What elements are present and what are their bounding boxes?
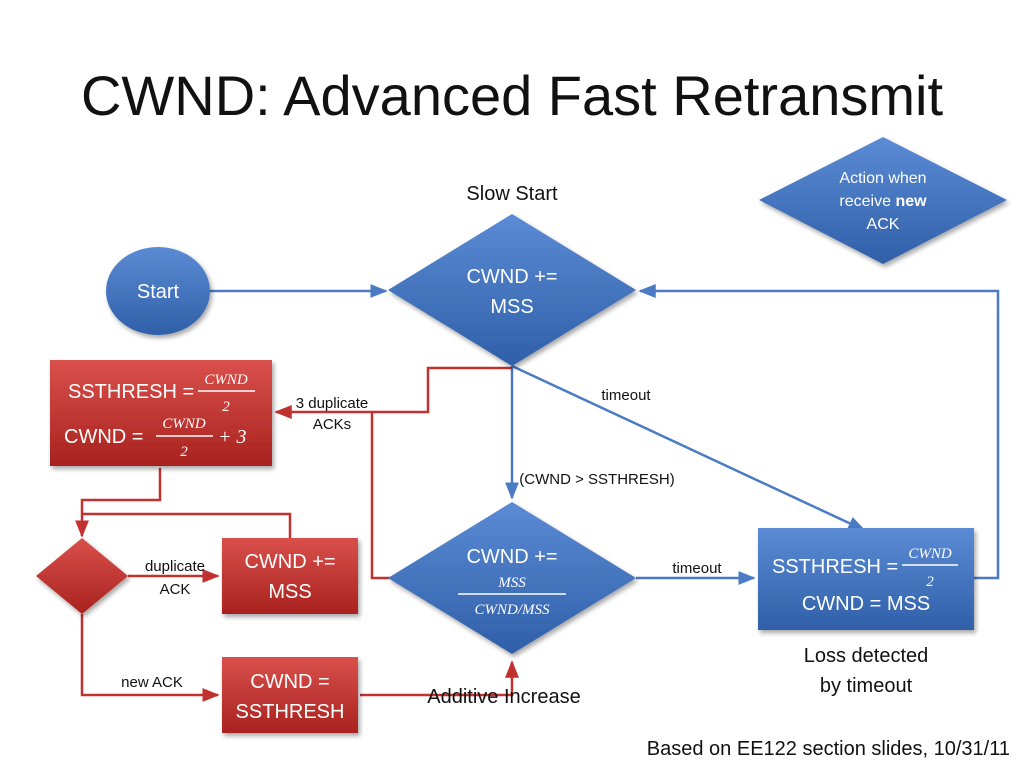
fr-frac2-num: CWND [162, 416, 206, 432]
legend-line3: ACK [867, 216, 900, 233]
edge-reset-to-additive [360, 660, 519, 697]
page-title: CWND: Advanced Fast Retransmit [81, 64, 943, 127]
fast-recovery-box: SSTHRESH = CWND 2 CWND = CWND 2 + 3 [50, 360, 272, 466]
fr-frac1-den: 2 [222, 399, 230, 415]
timeout-frac-num: CWND [908, 546, 952, 562]
additive-frac-den: CWND/MSS [475, 602, 551, 618]
fr-frac1-num: CWND [204, 372, 248, 388]
edge-label-3dup-1: 3 duplicate [296, 395, 369, 412]
additive-frac-num: MSS [497, 575, 526, 591]
dup-box-line1: CWND += [244, 551, 335, 573]
footer-credit: Based on EE122 section slides, 10/31/11 [647, 738, 1010, 760]
edge-label-dupack-2: ACK [160, 581, 191, 598]
reset-box: CWND = SSTHRESH [222, 657, 358, 733]
edge-dupbox-loop [82, 512, 292, 538]
dup-box-line2: MSS [268, 581, 311, 603]
slow-start-line1: CWND += [466, 266, 557, 288]
fr-ssthresh-label: SSTHRESH = [68, 381, 194, 403]
reset-box-line2: SSTHRESH [236, 701, 345, 723]
timeout-line2: CWND = MSS [802, 593, 930, 615]
dup-ack-box: CWND += MSS [222, 538, 358, 614]
edge-label-dupack-1: duplicate [145, 558, 205, 575]
loss-caption-1: Loss detected [804, 645, 929, 667]
legend-line1: Action when [839, 170, 926, 187]
timeout-box: SSTHRESH = CWND 2 CWND = MSS [758, 528, 974, 630]
edge-label-timeout-top: timeout [601, 387, 651, 404]
slow-start-line2: MSS [490, 296, 533, 318]
reset-box-line1: CWND = [250, 671, 329, 693]
fr-plus3: + 3 [218, 426, 247, 448]
legend-diamond: Action when receive new ACK [759, 137, 1007, 264]
start-label: Start [137, 281, 180, 303]
fr-cwnd-label: CWND = [64, 426, 143, 448]
loss-caption-2: by timeout [820, 675, 913, 697]
additive-line1: CWND += [466, 546, 557, 568]
edge-decision-to-reset [80, 614, 220, 702]
edge-additive-3dup [370, 412, 390, 580]
start-node: Start [106, 247, 210, 335]
timeout-ssthresh-label: SSTHRESH = [772, 556, 898, 578]
edge-slowstart-timeout [511, 364, 866, 532]
edge-label-cwnd-gt: (CWND > SSTHRESH) [519, 471, 674, 488]
additive-increase-diamond: CWND += MSS CWND/MSS [388, 502, 636, 654]
edge-timeout-to-slowstart [638, 284, 1000, 580]
slow-start-caption: Slow Start [466, 183, 558, 205]
edge-label-timeout-mid: timeout [672, 560, 722, 577]
edge-label-newack: new ACK [121, 674, 183, 691]
fr-frac2-den: 2 [180, 444, 188, 460]
timeout-frac-den: 2 [926, 574, 934, 590]
additive-caption: Additive Increase [427, 686, 580, 708]
edge-fastrecovery-to-decision [75, 468, 162, 538]
edge-3dup-to-fastrecovery [274, 366, 512, 419]
legend-line2: receive new [839, 193, 927, 210]
edge-label-3dup-2: ACKs [313, 416, 351, 433]
slow-start-diamond: CWND += MSS [388, 214, 636, 366]
decision-diamond [36, 538, 128, 614]
